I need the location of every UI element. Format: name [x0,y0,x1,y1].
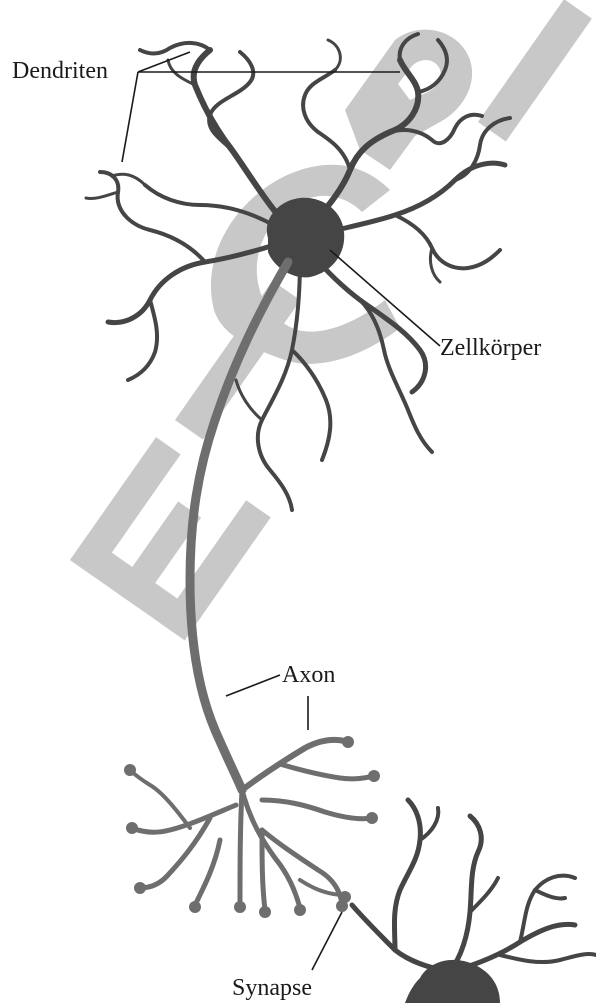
axon-branch [130,770,190,828]
axon-branch [262,800,372,819]
leader-synapse [312,912,342,970]
second-neuron-dendrite [470,878,498,912]
second-neuron [352,800,596,972]
dendrite [292,350,330,460]
label-dendrites: Dendriten [12,58,108,84]
axon-terminal [366,812,378,824]
axon-terminal [234,901,246,913]
second-neuron-dendrite [450,816,481,972]
axon-branch [240,790,242,905]
second-neuron-dendrite [535,890,565,898]
second-neuron-dendrite [352,905,450,972]
axon-terminal [124,764,136,776]
dendrite [328,40,340,70]
dendrite [86,192,118,198]
axon-branch [242,740,348,790]
label-axon: Axon [282,662,335,688]
axon-terminal [134,882,146,894]
axon-terminal [339,891,351,903]
leader-dendrites-up [138,52,190,72]
axon-terminal [126,822,138,834]
axon-terminal [259,906,271,918]
axon-terminal [294,904,306,916]
dendrite [303,70,350,170]
second-neuron-dendrite [394,800,420,950]
second-neuron-dendrite [500,954,596,962]
axon-terminal [342,736,354,748]
leader-dendrites-down [122,72,138,162]
second-neuron-cell-body [405,960,500,1003]
watermark [70,0,592,640]
label-cell-body: Zellkörper [440,335,541,361]
dendrite [140,43,210,54]
dendrite [100,172,205,262]
dendrite [395,215,500,268]
cell-body [267,198,344,278]
label-synapse: Synapse [232,975,312,1001]
axon-terminals [124,736,380,918]
axon-terminal [189,901,201,913]
axon-branch [195,840,220,905]
dendrite [209,52,253,150]
axon-terminal [368,770,380,782]
second-neuron-dendrite [520,876,575,942]
watermark-letter-i-2 [478,0,592,142]
axon-branch [280,764,374,779]
watermark-letter-e [70,437,271,640]
leader-axon [226,675,280,696]
